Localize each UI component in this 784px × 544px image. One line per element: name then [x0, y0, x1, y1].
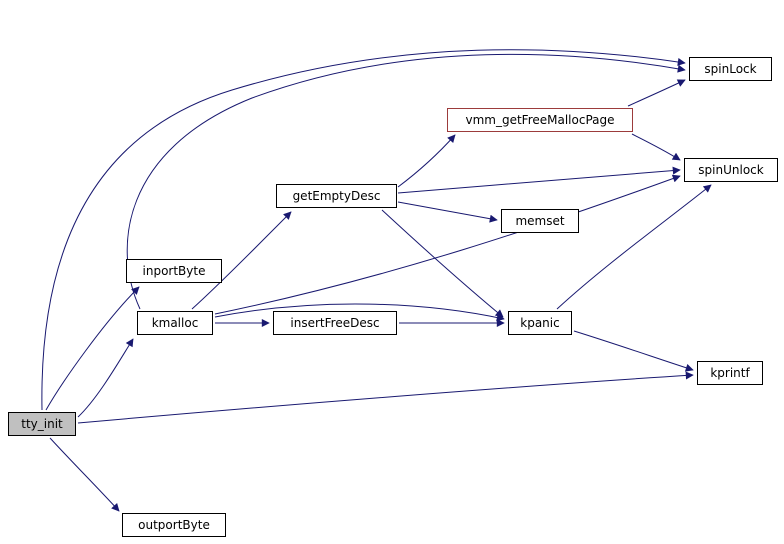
edge-tty_init-to-kmalloc	[77, 338, 134, 418]
edge-kmalloc-to-spinLock	[126, 53, 686, 310]
node-tty_init: tty_init	[8, 412, 76, 436]
edge-vmm_getFreeMallocPage-to-spinLock	[627, 79, 686, 107]
edge-tty_init-to-kprintf	[77, 371, 694, 424]
edge-kmalloc-to-kpanic	[214, 303, 505, 322]
node-vmm_getFreeMallocPage[interactable]: vmm_getFreeMallocPage	[447, 108, 633, 132]
edge-kmalloc-to-spinUnlock	[214, 174, 681, 315]
node-kmalloc[interactable]: kmalloc	[137, 311, 213, 335]
edge-getEmptyDesc-to-kpanic	[381, 209, 504, 318]
edge-tty_init-to-inportByte	[45, 286, 140, 411]
node-getEmptyDesc[interactable]: getEmptyDesc	[276, 184, 397, 208]
node-outportByte[interactable]: outportByte	[122, 513, 226, 537]
node-spinUnlock[interactable]: spinUnlock	[684, 158, 778, 182]
edge-getEmptyDesc-to-memset	[397, 201, 498, 223]
edge-kpanic-to-spinUnlock	[556, 184, 712, 310]
edge-tty_init-to-spinLock	[41, 49, 686, 411]
edge-group	[41, 49, 712, 512]
edge-kmalloc-to-getEmptyDesc	[191, 211, 292, 310]
node-insertFreeDesc[interactable]: insertFreeDesc	[273, 311, 397, 335]
edge-vmm_getFreeMallocPage-to-spinUnlock	[631, 133, 681, 161]
edge-getEmptyDesc-to-spinUnlock	[397, 166, 681, 194]
node-kpanic[interactable]: kpanic	[508, 311, 572, 335]
edge-kpanic-to-kprintf	[573, 330, 694, 372]
node-memset[interactable]: memset	[501, 209, 579, 233]
node-spinLock[interactable]: spinLock	[689, 57, 772, 81]
node-kprintf[interactable]: kprintf	[697, 361, 763, 385]
edge-getEmptyDesc-to-vmm_getFreeMallocPage	[397, 134, 456, 188]
node-inportByte[interactable]: inportByte	[126, 259, 222, 283]
edge-tty_init-to-outportByte	[49, 437, 120, 512]
